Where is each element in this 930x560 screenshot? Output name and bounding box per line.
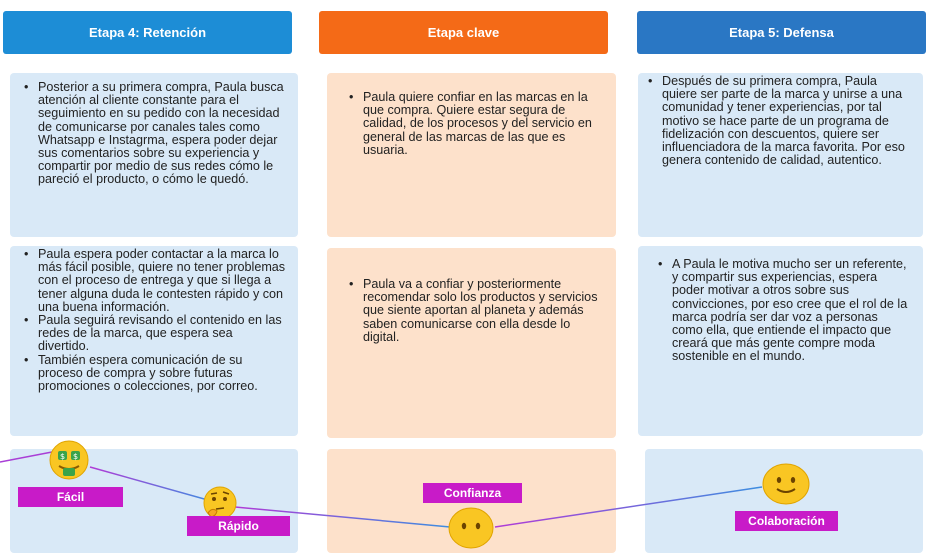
header-retention-label: Etapa 4: Retención — [88, 25, 207, 40]
key-card-top: Paula quiere confiar en las marcas en la… — [327, 73, 616, 237]
key-top-item: Paula quiere confiar en las marcas en la… — [349, 90, 602, 157]
emotion-label-easy: Fácil — [18, 487, 123, 507]
header-defense: Etapa 5: Defensa — [637, 11, 926, 54]
svg-text:$: $ — [60, 452, 65, 461]
emotion-label-collab-text: Colaboración — [748, 514, 825, 528]
retention-bottom-item-2: Paula seguirá revisando el contenido en … — [24, 313, 286, 354]
thinking-face-icon — [203, 486, 237, 520]
money-mouth-face-icon: $ $ — [49, 440, 89, 480]
key-bottom-item: Paula va a confiar y posteriormente reco… — [349, 277, 602, 344]
emotion-curve-segment-start — [0, 451, 53, 463]
emotion-label-easy-text: Fácil — [56, 490, 85, 504]
retention-bottom-item-1: Paula espera poder contactar a la marca … — [24, 247, 286, 314]
defense-bottom-item: A Paula le motiva mucho ser un referente… — [658, 257, 911, 364]
emotion-label-collab: Colaboración — [735, 511, 838, 531]
emotion-label-trust: Confianza — [423, 483, 522, 503]
retention-card-top: Posterior a su primera compra, Paula bus… — [10, 73, 298, 237]
defense-top-item: Después de su primera compra, Paula quie… — [648, 74, 913, 167]
defense-card-bottom: A Paula le motiva mucho ser un referente… — [638, 246, 923, 436]
header-key-stage-label: Etapa clave — [427, 25, 500, 40]
emotion-label-fast-text: Rápido — [218, 519, 259, 533]
svg-text:$: $ — [73, 452, 78, 461]
retention-bottom-item-3: También espera comunicación de su proces… — [24, 353, 286, 394]
key-card-bottom: Paula va a confiar y posteriormente reco… — [327, 248, 616, 438]
emotion-curve-segment-3 — [494, 486, 763, 528]
defense-card-top: Después de su primera compra, Paula quie… — [638, 73, 923, 237]
header-defense-label: Etapa 5: Defensa — [729, 25, 834, 40]
header-key-stage: Etapa clave — [319, 11, 608, 54]
retention-top-item: Posterior a su primera compra, Paula bus… — [24, 80, 286, 187]
emotion-label-fast: Rápido — [187, 516, 290, 536]
header-retention: Etapa 4: Retención — [3, 11, 292, 54]
smiling-face-icon — [762, 463, 810, 505]
retention-card-bottom: Paula espera poder contactar a la marca … — [10, 246, 298, 436]
emotion-label-trust-text: Confianza — [443, 486, 502, 500]
emotion-curve-segment-2 — [234, 506, 451, 528]
face-without-mouth-icon — [448, 507, 494, 549]
emotion-curve-segment-1 — [89, 466, 216, 503]
